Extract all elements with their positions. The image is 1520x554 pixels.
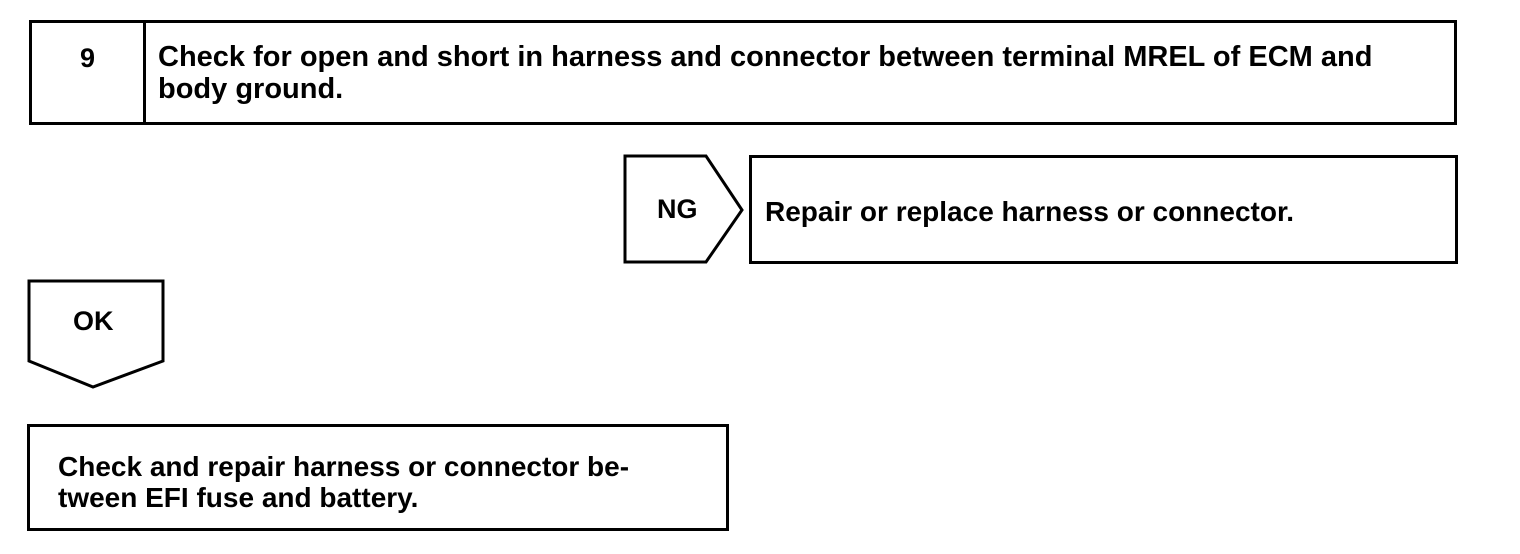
- ng-arrow: [623, 154, 744, 264]
- step-number: 9: [32, 23, 146, 122]
- ok-result-box: Check and repair harness or connector be…: [27, 424, 729, 531]
- step-instruction: Check for open and short in harness and …: [158, 41, 1373, 105]
- ng-result-text: Repair or replace harness or connector.: [765, 196, 1295, 227]
- ng-result-box: Repair or replace harness or connector.: [749, 155, 1458, 264]
- ok-result-text: Check and repair harness or connector be…: [58, 451, 630, 513]
- ng-label: NG: [657, 194, 698, 224]
- ok-arrow: [27, 279, 165, 389]
- step-box: 9 Check for open and short in harness an…: [29, 20, 1457, 125]
- ok-label: OK: [73, 306, 114, 336]
